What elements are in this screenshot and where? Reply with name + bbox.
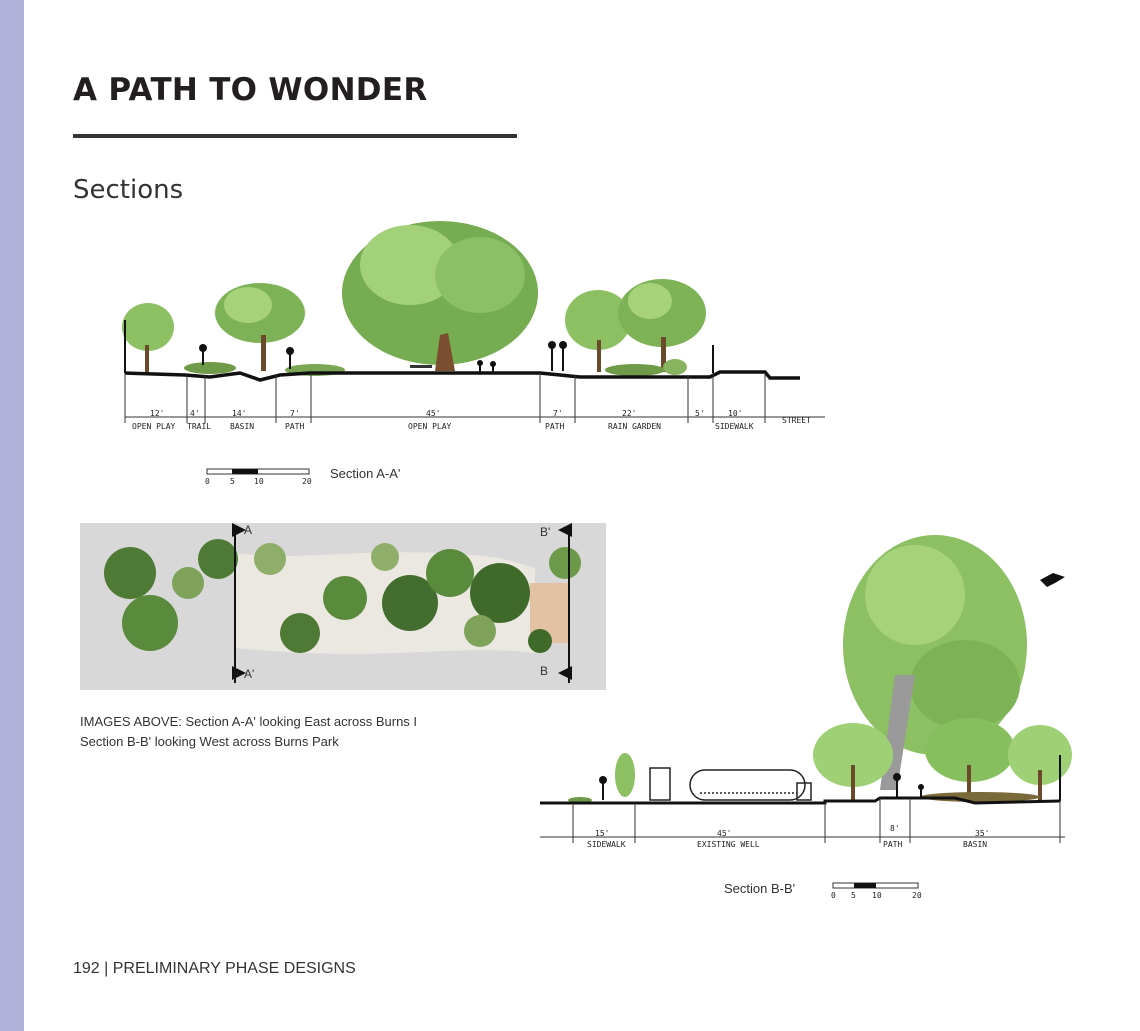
dim-name: BASIN — [963, 840, 987, 849]
section-a-drawing: 12' OPEN PLAY 4' TRAIL 14' BASIN 7' PATH… — [122, 221, 825, 431]
section-b-ground — [540, 796, 1061, 805]
scale-tick: 20 — [302, 477, 312, 486]
scale-tick: 10 — [872, 891, 882, 900]
dim-name: EXISTING WELL — [697, 840, 760, 849]
caption-line: Section B-B' looking West across Burns P… — [80, 734, 339, 749]
caption-line: IMAGES ABOVE: Section A-A' looking East … — [80, 714, 418, 729]
marker-b-top: B' — [540, 525, 550, 539]
section-a-people — [199, 341, 567, 373]
existing-well — [649, 767, 812, 801]
scale-tick: 5 — [851, 891, 856, 900]
dim-label: 7' — [290, 409, 300, 418]
section-a-label: Section A-A' — [330, 466, 401, 481]
scale-tick: 5 — [230, 477, 235, 486]
dim-name: PATH — [285, 422, 304, 431]
page-title: A PATH TO WONDER — [73, 72, 428, 108]
scale-tick: 0 — [831, 891, 836, 900]
section-heading: Sections — [73, 175, 184, 205]
dim-name: STREET — [782, 416, 811, 425]
section-a-scale-bar: 0 5 10 20 — [205, 468, 312, 486]
plan-trees — [104, 539, 581, 653]
dim-name: RAIN GARDEN — [608, 422, 661, 431]
section-b-trees — [568, 535, 1072, 803]
dim-name: SIDEWALK — [715, 422, 754, 431]
marker-a-top: A — [244, 523, 252, 537]
section-a-trees — [122, 221, 706, 376]
dim-label: 15' — [595, 829, 609, 838]
dim-label: 35' — [975, 829, 989, 838]
dim-label: 14' — [232, 409, 246, 418]
dim-label: 10' — [728, 409, 742, 418]
marker-a-bottom: A' — [244, 667, 254, 681]
dim-label: 45' — [426, 409, 440, 418]
marker-b-bottom: B — [540, 664, 548, 678]
dim-name: OPEN PLAY — [408, 422, 452, 431]
title-rule — [73, 134, 517, 138]
section-b-scale-bar: 0 5 10 20 — [831, 882, 922, 900]
section-b-label: Section B-B' — [724, 881, 796, 896]
section-a-dim-ticks — [124, 373, 766, 423]
section-b-dim-labels: 15' SIDEWALK 45' EXISTING WELL 8' PATH 3… — [587, 824, 989, 849]
bird-icon — [1040, 573, 1065, 587]
plan-view: A A' B' B — [80, 523, 606, 690]
dim-label: 8' — [890, 824, 900, 833]
dim-name: BASIN — [230, 422, 254, 431]
dim-name: TRAIL — [187, 422, 211, 431]
dim-label: 7' — [553, 409, 563, 418]
dim-label: 12' — [150, 409, 164, 418]
page-footer: 192 | PRELIMINARY PHASE DESIGNS — [73, 960, 356, 977]
dim-label: 22' — [622, 409, 636, 418]
image-caption: IMAGES ABOVE: Section A-A' looking East … — [80, 712, 420, 752]
scale-tick: 20 — [912, 891, 922, 900]
side-accent-bar — [0, 0, 24, 1031]
dim-name: OPEN PLAY — [132, 422, 176, 431]
dim-label: 5' — [695, 409, 705, 418]
section-b-drawing: 15' SIDEWALK 45' EXISTING WELL 8' PATH 3… — [540, 535, 1072, 849]
section-b-dim-ticks — [572, 798, 1061, 843]
section-a-dim-labels: 12' OPEN PLAY 4' TRAIL 14' BASIN 7' PATH… — [132, 409, 811, 431]
scale-tick: 10 — [254, 477, 264, 486]
section-b-people — [599, 773, 924, 800]
dim-name: SIDEWALK — [587, 840, 626, 849]
dim-name: PATH — [883, 840, 902, 849]
dim-name: PATH — [545, 422, 564, 431]
scale-tick: 0 — [205, 477, 210, 486]
dim-label: 4' — [190, 409, 200, 418]
dim-label: 45' — [717, 829, 731, 838]
section-a-ground — [124, 370, 800, 382]
